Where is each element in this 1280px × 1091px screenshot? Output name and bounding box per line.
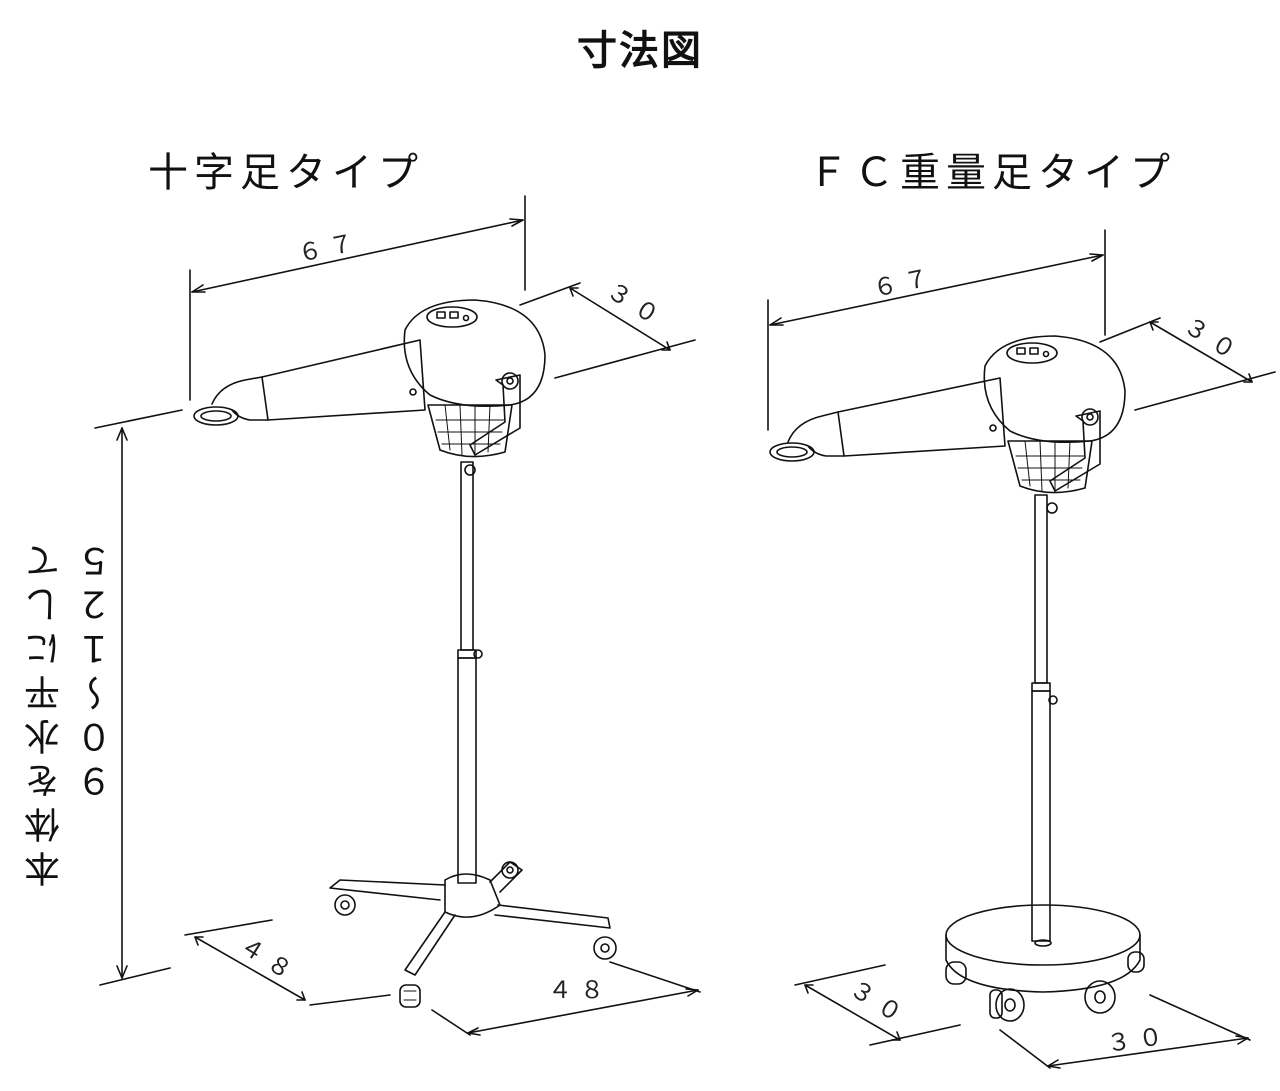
right-dryer-unit: ６７ ３０ [767,229,1276,1069]
caption-fc-heavy-leg-type: ＦＣ重量足タイプ [808,150,1176,196]
left-width-dimension [189,195,526,401]
right-width-value: ６７ [870,262,938,303]
left-dryer-unit: ６７ ３０ [94,195,701,1036]
left-cross-base [329,861,617,1008]
right-base-dim-left [794,964,961,1046]
right-base-dim-right [999,994,1251,1069]
height-dimension [94,409,183,986]
left-dryer-arm [193,339,426,426]
right-base-dim-right-value: ３０ [1105,1021,1172,1058]
right-base-dim-left-value: ３０ [845,974,914,1032]
right-dryer-arm [769,377,1006,462]
caption-cross-leg-type: 十字足タイプ [148,150,424,196]
right-width-dimension [767,229,1106,431]
right-stand-pole [1031,494,1058,942]
right-depth-dimension [1099,317,1276,411]
page-title: 寸法図 [577,28,703,74]
right-round-base [945,904,1145,1022]
left-dryer-head [403,299,546,476]
left-base-dim-right-value: ４８ [548,976,612,1004]
left-stand-pole [457,461,483,884]
left-base-dim-left [184,919,391,1006]
left-depth-value: ３０ [602,276,671,334]
right-dryer-head [983,335,1126,514]
left-depth-dimension [519,282,696,379]
left-base-dim-right [431,961,701,1036]
right-depth-value: ３０ [1179,311,1248,369]
left-width-value: ６７ [295,227,363,268]
